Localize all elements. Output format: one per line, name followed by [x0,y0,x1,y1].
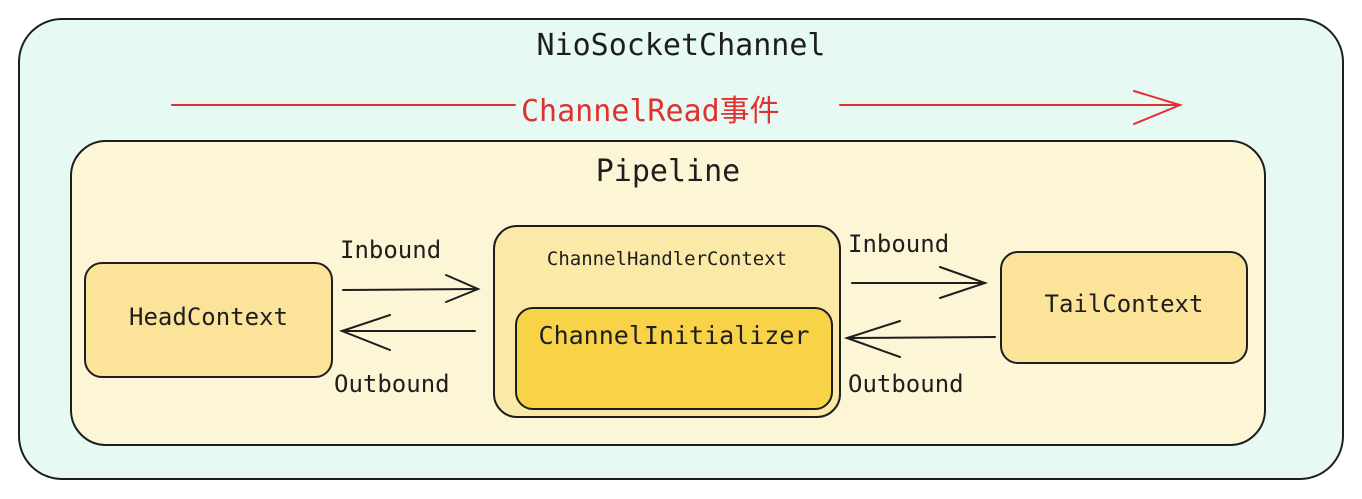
left-inbound-arrow [342,274,481,303]
left-outbound-arrow [339,314,476,351]
left-outbound-label: Outbound [334,370,450,398]
channel-title: NioSocketChannel [536,28,826,63]
right-inbound-arrow [851,266,989,299]
head-context-box [84,262,333,378]
event-label: ChannelRead事件 [517,86,784,130]
event-arrow [171,90,1183,125]
right-inbound-label: Inbound [848,230,950,258]
pipeline-title: Pipeline [595,154,741,189]
tail-context-label: TailContext [1044,290,1204,318]
tail-context-box [1000,251,1248,364]
initializer-label: ChannelInitializer [538,321,810,350]
channel-initializer-box [515,307,833,410]
handler-context-title: ChannelHandlerContext [546,248,788,270]
right-outbound-arrow [843,320,996,358]
right-outbound-label: Outbound [848,370,964,398]
left-inbound-label: Inbound [340,236,442,264]
head-context-label: HeadContext [129,303,288,331]
